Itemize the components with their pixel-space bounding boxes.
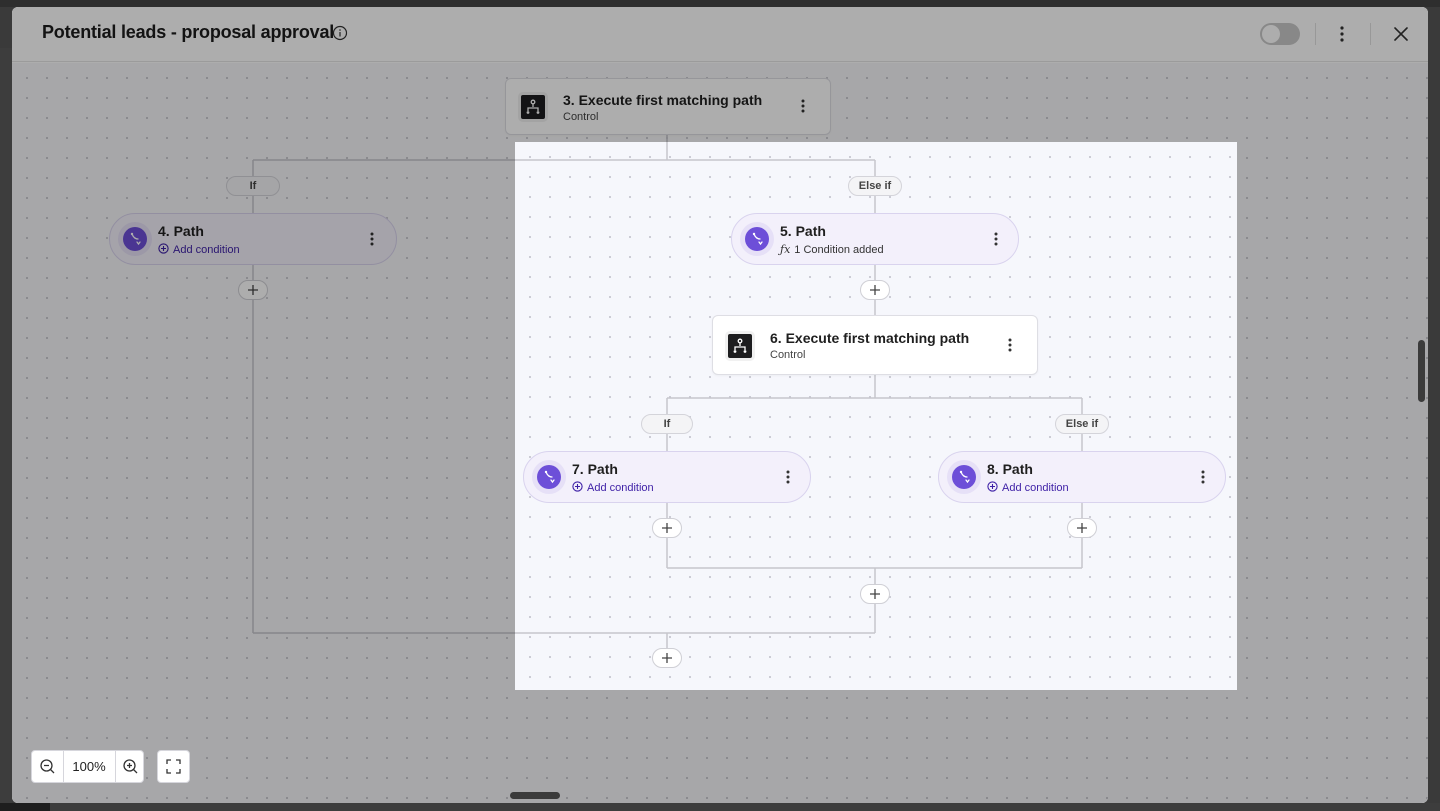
workflow-canvas[interactable]: 3. Execute first matching path Control I… — [12, 63, 1428, 803]
more-vertical-icon[interactable] — [1194, 468, 1212, 486]
path-icon — [947, 460, 981, 494]
node-title: 3. Execute first matching path — [563, 92, 763, 108]
plus-circle-icon — [158, 243, 169, 254]
os-top-bar — [0, 0, 1440, 7]
path-icon — [740, 222, 774, 256]
node-title: 7. Path — [572, 461, 618, 477]
zoom-in-icon — [123, 759, 138, 774]
node-7-path[interactable]: 7. Path Add condition — [523, 451, 811, 503]
os-bottom-bar — [0, 803, 1440, 811]
dim-overlay-bottom — [12, 690, 1428, 803]
toggle-knob — [1262, 25, 1280, 43]
workflow-active-toggle[interactable] — [1260, 23, 1300, 45]
node-title: 6. Execute first matching path — [770, 330, 970, 346]
branch-label-else-if: Else if — [848, 176, 902, 196]
add-step-button[interactable] — [652, 648, 682, 668]
dim-overlay-top — [12, 7, 1428, 142]
zoom-in-button[interactable] — [115, 751, 145, 782]
info-icon[interactable] — [332, 25, 348, 41]
plus-icon — [1077, 523, 1087, 533]
plus-icon — [662, 653, 672, 663]
zoom-out-icon — [40, 759, 55, 774]
page-title: Potential leads - proposal approval — [42, 22, 335, 42]
fullscreen-button[interactable] — [157, 750, 190, 783]
zoom-out-button[interactable] — [32, 751, 64, 782]
dim-overlay-left — [12, 142, 515, 690]
vertical-scrollbar[interactable] — [1418, 340, 1425, 402]
fullscreen-icon — [166, 759, 181, 774]
more-vertical-icon[interactable] — [987, 230, 1005, 248]
node-6-execute-first-matching-path[interactable]: 6. Execute first matching path Control — [712, 315, 1038, 375]
node-3-execute-first-matching-path[interactable]: 3. Execute first matching path Control — [505, 78, 831, 135]
function-icon: ƒx — [780, 243, 791, 256]
branch-control-icon — [518, 92, 548, 122]
more-vertical-icon[interactable] — [779, 468, 797, 486]
add-step-button[interactable] — [238, 280, 268, 300]
modal-header: Potential leads - proposal approval — [12, 7, 1428, 62]
add-condition-link[interactable]: Add condition — [987, 481, 1069, 494]
add-condition-link[interactable]: Add condition — [158, 243, 240, 256]
header-divider — [1315, 23, 1316, 45]
os-left-strip — [0, 48, 12, 811]
horizontal-scrollbar[interactable] — [510, 792, 560, 799]
more-vertical-icon[interactable] — [1001, 336, 1019, 354]
node-title: 4. Path — [158, 223, 204, 239]
plus-circle-icon — [987, 481, 998, 492]
close-icon[interactable] — [1390, 23, 1412, 45]
plus-icon — [870, 589, 880, 599]
os-bottom-dark — [0, 803, 50, 811]
plus-icon — [662, 523, 672, 533]
zoom-controls: 100% — [31, 750, 191, 783]
zoom-group: 100% — [31, 750, 144, 783]
workflow-modal: Potential leads - proposal approval — [12, 7, 1428, 803]
node-title: 5. Path — [780, 223, 826, 239]
branch-label-if: If — [226, 176, 280, 196]
node-4-path[interactable]: 4. Path Add condition — [109, 213, 397, 265]
more-vertical-icon[interactable] — [794, 97, 812, 115]
branch-control-icon — [725, 331, 755, 361]
node-subtitle: Control — [770, 349, 806, 361]
branch-label-if: If — [641, 414, 693, 434]
plus-icon — [248, 285, 258, 295]
node-title: 8. Path — [987, 461, 1033, 477]
node-subtitle: Control — [563, 111, 599, 123]
path-icon — [532, 460, 566, 494]
node-8-path[interactable]: 8. Path Add condition — [938, 451, 1226, 503]
branch-label-else-if: Else if — [1055, 414, 1109, 434]
more-vertical-icon[interactable] — [1330, 22, 1354, 46]
add-step-button[interactable] — [652, 518, 682, 538]
add-step-button[interactable] — [1067, 518, 1097, 538]
add-condition-link[interactable]: Add condition — [572, 481, 654, 494]
add-step-button[interactable] — [860, 584, 890, 604]
header-divider — [1370, 23, 1371, 45]
plus-icon — [870, 285, 880, 295]
zoom-level: 100% — [72, 759, 106, 774]
path-icon — [118, 222, 152, 256]
more-vertical-icon[interactable] — [363, 230, 381, 248]
add-step-button[interactable] — [860, 280, 890, 300]
dim-overlay-right — [1237, 142, 1428, 690]
plus-circle-icon — [572, 481, 583, 492]
